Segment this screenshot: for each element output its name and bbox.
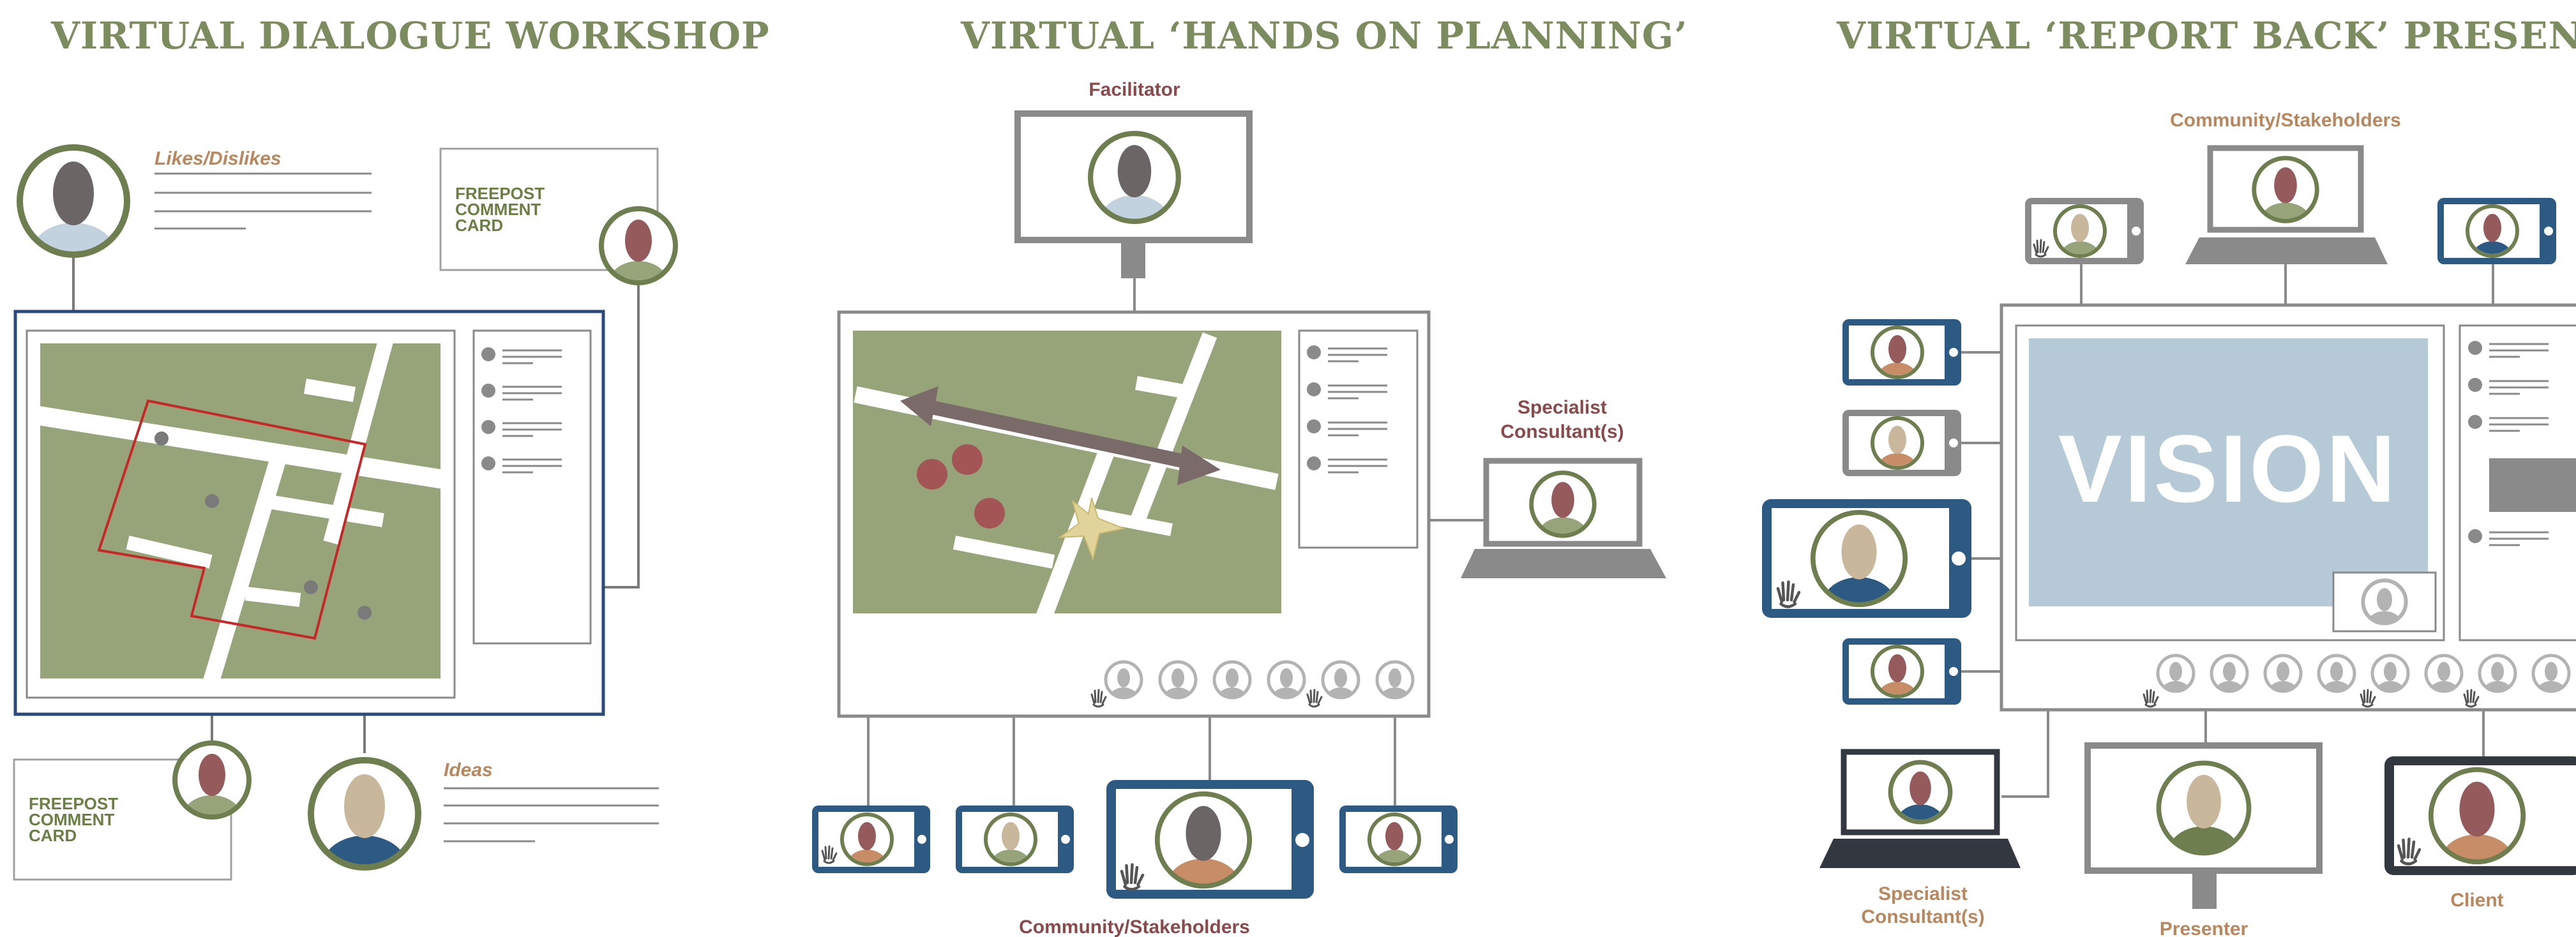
presenter-monitor: [2084, 742, 2323, 909]
stakeholder-phone: [2437, 198, 2556, 272]
agenda-list-panel: [472, 329, 592, 645]
report-back-panel: Community/Stakeholders: [1762, 110, 2576, 937]
presentation-list-panel: [2459, 324, 2576, 641]
stakeholder-phone: [1842, 410, 1961, 484]
map-pin: [205, 494, 219, 508]
ideas-label: Ideas: [444, 760, 493, 781]
card-line-1: FREEPOST: [455, 184, 545, 203]
specialist-label-line-1: Specialist: [1878, 883, 1968, 904]
map-marker-dot: [974, 498, 1005, 528]
stakeholder-laptop: [2185, 145, 2388, 264]
planning-list-panel: [1298, 329, 1419, 549]
ideas-note: Ideas: [444, 760, 659, 843]
stakeholder-phone: [1339, 806, 1457, 880]
vision-slide-text: VISION: [2058, 415, 2398, 522]
connector-lines: [867, 278, 1488, 806]
presenter-label: Presenter: [2160, 918, 2248, 937]
planning-site-map: [853, 331, 1281, 613]
vision-slide: [2029, 338, 2428, 606]
stakeholder-tablet: [1762, 499, 1971, 634]
stakeholder-tablet: [1106, 780, 1314, 916]
map-pin: [304, 580, 318, 594]
site-boundary-outline: [97, 399, 367, 640]
client-tablet: [2384, 756, 2576, 892]
card-line-1: FREEPOST: [29, 794, 118, 813]
specialist-label-line-2: Consultant(s): [1861, 906, 1984, 927]
card-line-3: CARD: [455, 216, 503, 235]
specialist-label-line-1: Specialist: [1518, 397, 1607, 418]
panel-title-hands-on-planning: VIRTUAL ‘HANDS ON PLANNING’: [960, 14, 1688, 57]
map-marker-dot: [952, 444, 983, 475]
facilitator-monitor: [1014, 110, 1253, 278]
stakeholder-phone: [812, 806, 930, 880]
star-marker-icon: [1057, 497, 1126, 562]
specialist-laptop: [1819, 749, 2021, 868]
participant-avatar: [311, 760, 418, 902]
card-line-3: CARD: [29, 826, 77, 845]
map-pin: [358, 606, 372, 620]
double-arrow-icon: [900, 386, 1221, 485]
site-map: [40, 343, 441, 678]
community-stakeholders-label: Community/Stakeholders: [1019, 917, 1250, 937]
hands-on-planning-panel: Facilitator: [812, 79, 1666, 937]
stakeholder-phone: [1842, 638, 1961, 712]
stakeholder-phone: [956, 806, 1074, 880]
facilitator-label: Facilitator: [1088, 79, 1180, 100]
stakeholder-phone: [2025, 198, 2144, 272]
map-pin: [154, 431, 169, 446]
panel-title-dialogue-workshop: VIRTUAL DIALOGUE WORKSHOP: [50, 14, 770, 57]
panel-title-report-back-presentation: VIRTUAL ‘REPORT BACK’ PRESENTATION: [1836, 14, 2576, 57]
likes-dislikes-note: Likes/Dislikes: [154, 148, 372, 230]
presenter-pip-window: [2332, 571, 2437, 636]
map-marker-dot: [917, 459, 947, 490]
dialogue-workshop-panel: Likes/Dislikes FREEPOST COMMENT CARD FRE…: [13, 147, 675, 902]
likes-dislikes-label: Likes/Dislikes: [154, 148, 281, 169]
card-line-2: COMMENT: [455, 200, 541, 219]
stakeholder-phone: [1842, 319, 1961, 393]
card-line-2: COMMENT: [29, 810, 114, 829]
client-label: Client: [2450, 890, 2503, 911]
community-stakeholders-label: Community/Stakeholders: [2170, 110, 2401, 131]
specialist-label-line-2: Consultant(s): [1500, 421, 1623, 442]
specialist-laptop: [1461, 458, 1666, 578]
